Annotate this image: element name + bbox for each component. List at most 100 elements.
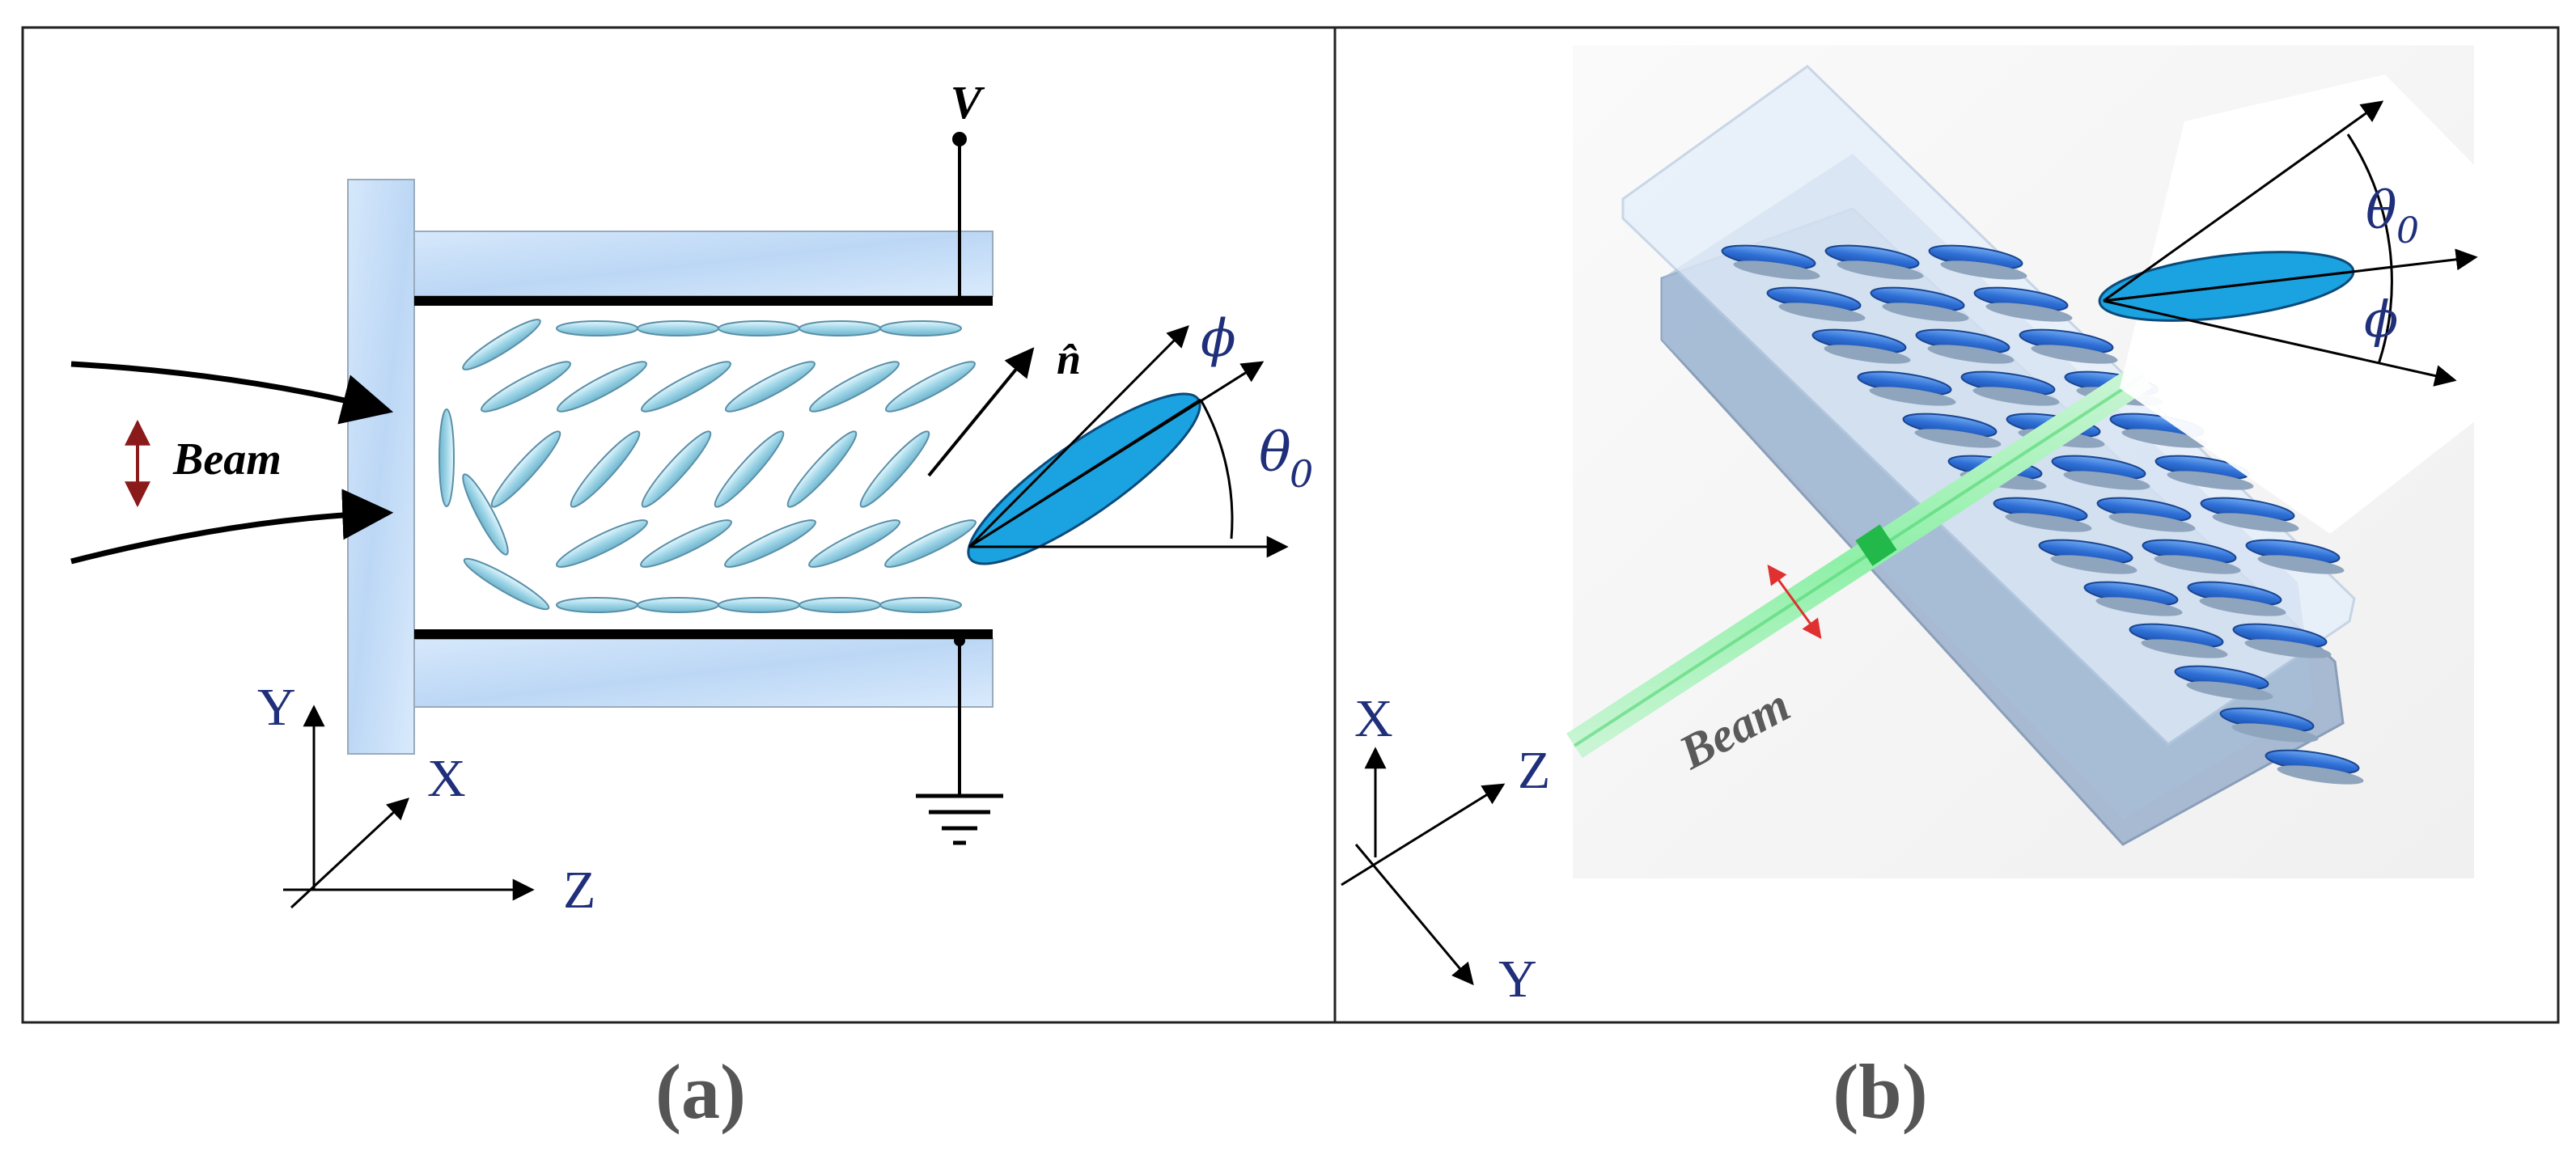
lc-molecule bbox=[808, 519, 900, 568]
theta-arc-a bbox=[1199, 399, 1234, 540]
bottom-glass-substrate bbox=[413, 638, 994, 708]
z-axis-label-a: Z bbox=[563, 861, 595, 920]
lc-molecule bbox=[718, 597, 800, 613]
lc-molecule-shadow bbox=[2244, 639, 2332, 658]
phi-ray-a bbox=[968, 325, 1189, 548]
director-label: n̂ bbox=[1057, 335, 1081, 383]
lc-molecule-shadow bbox=[2121, 429, 2209, 448]
lc-molecule bbox=[641, 430, 712, 508]
lc-molecule bbox=[879, 320, 962, 336]
molecule-axis-b bbox=[2103, 270, 2354, 303]
beam-upper-ray bbox=[70, 361, 394, 425]
x-axis-a bbox=[290, 798, 409, 909]
lc-molecule bbox=[884, 519, 977, 568]
lc-molecule bbox=[724, 519, 816, 568]
lc-molecule bbox=[725, 361, 816, 413]
z-axis-b bbox=[1341, 783, 1506, 887]
top-glass-plate bbox=[1621, 65, 2356, 746]
lc-molecule bbox=[557, 361, 647, 413]
lc-molecule-shadow bbox=[2031, 345, 2118, 364]
lc-molecule-shadow bbox=[1914, 429, 2002, 448]
lc-molecule-shadow bbox=[1778, 303, 1866, 322]
lc-molecule-shadow bbox=[2154, 555, 2241, 574]
lc-molecule bbox=[641, 361, 731, 413]
lc-molecule-shadow bbox=[2063, 471, 2150, 490]
lc-molecule bbox=[809, 361, 900, 413]
lc-molecule bbox=[556, 320, 638, 336]
theta-subscript-b: 0 bbox=[2396, 210, 2419, 252]
lc-molecule-shadow bbox=[1972, 387, 2060, 406]
beam-entry-spot bbox=[1855, 524, 1897, 566]
lc-molecule bbox=[439, 408, 455, 507]
panel-a-frame bbox=[21, 26, 1337, 1024]
theta-phi-arc-b bbox=[2346, 133, 2393, 365]
lc-molecule-shadow bbox=[2186, 681, 2273, 700]
lc-molecule bbox=[885, 361, 976, 413]
axes-panel-b bbox=[1341, 747, 1506, 986]
theta-subscript-a: 0 bbox=[1290, 452, 1313, 496]
axes-panel-a bbox=[283, 705, 535, 909]
beam-label-a: Beam bbox=[172, 434, 282, 485]
lc-molecule bbox=[481, 361, 571, 413]
top-glass-substrate bbox=[413, 231, 994, 297]
theta-label-b: θ bbox=[2366, 181, 2397, 241]
ground-node bbox=[954, 635, 965, 646]
lc-molecule bbox=[463, 557, 550, 611]
lc-molecule-shadow bbox=[2277, 765, 2364, 785]
y-axis-label-b: Y bbox=[1498, 950, 1537, 1009]
lc-molecule-shadow bbox=[2108, 513, 2196, 532]
lc-molecules-panel-b bbox=[1721, 244, 2364, 785]
z-axis-label-b: Z bbox=[1518, 741, 1550, 800]
lc-molecule bbox=[637, 320, 719, 336]
lc-molecule bbox=[462, 473, 509, 556]
lower-ray-b bbox=[2103, 299, 2457, 387]
tilt-angle-construction bbox=[967, 325, 1289, 565]
x-axis-label-b: X bbox=[1354, 689, 1393, 748]
phi-label-a: ϕ bbox=[1201, 309, 1236, 369]
lc-molecule bbox=[556, 597, 638, 613]
lc-molecule-shadow bbox=[1940, 260, 2027, 280]
lc-molecule-shadow bbox=[1927, 345, 2015, 364]
lc-molecule bbox=[879, 597, 962, 613]
axis-ray-a bbox=[968, 361, 1265, 548]
lc-molecule bbox=[718, 320, 800, 336]
lc-molecule-shadow bbox=[1733, 260, 1820, 280]
lc-molecule-shadow bbox=[2095, 597, 2183, 616]
ground-symbol bbox=[916, 793, 1003, 845]
bottom-electrode bbox=[414, 629, 993, 639]
lc-molecule bbox=[570, 430, 641, 508]
lc-molecule bbox=[640, 519, 732, 568]
lc-molecule-shadow bbox=[2257, 555, 2345, 574]
lc-molecule-shadow bbox=[2141, 639, 2228, 658]
panel-b-frame bbox=[1333, 26, 2560, 1024]
lc-molecule-shadow bbox=[1882, 303, 1969, 322]
tilt-angle-construction-b bbox=[2098, 100, 2478, 387]
phi-label-b: ϕ bbox=[2364, 290, 2398, 349]
caption-a: (a) bbox=[655, 1048, 746, 1135]
panel-b-diagram bbox=[1341, 45, 2478, 986]
lc-molecule bbox=[859, 430, 930, 508]
y-axis-label-a: Y bbox=[257, 678, 296, 737]
lc-molecule-shadow bbox=[1985, 303, 2073, 322]
y-axis-b bbox=[1354, 844, 1474, 986]
lc-molecule bbox=[799, 320, 881, 336]
lc-molecule bbox=[490, 430, 561, 508]
lc-molecule-shadow bbox=[2212, 513, 2299, 532]
director-arrow bbox=[927, 347, 1035, 477]
laser-beam-core bbox=[1573, 374, 2146, 747]
lc-molecule-shadow bbox=[2050, 555, 2137, 574]
beam-lower-ray bbox=[70, 489, 394, 565]
lc-molecule-shadow bbox=[2231, 723, 2319, 743]
voltage-terminal bbox=[952, 132, 967, 146]
lc-molecule bbox=[556, 519, 648, 568]
entrance-glass-window bbox=[347, 179, 415, 755]
polarization-arrow-b bbox=[1767, 565, 1822, 639]
top-electrode bbox=[414, 296, 993, 306]
lc-molecule bbox=[786, 430, 858, 508]
lc-molecule bbox=[462, 319, 541, 370]
upper-ray-b bbox=[2103, 100, 2384, 303]
lc-molecule bbox=[799, 597, 881, 613]
panel-a-diagram bbox=[70, 132, 1289, 909]
lc-molecule-shadow bbox=[2005, 513, 2092, 532]
